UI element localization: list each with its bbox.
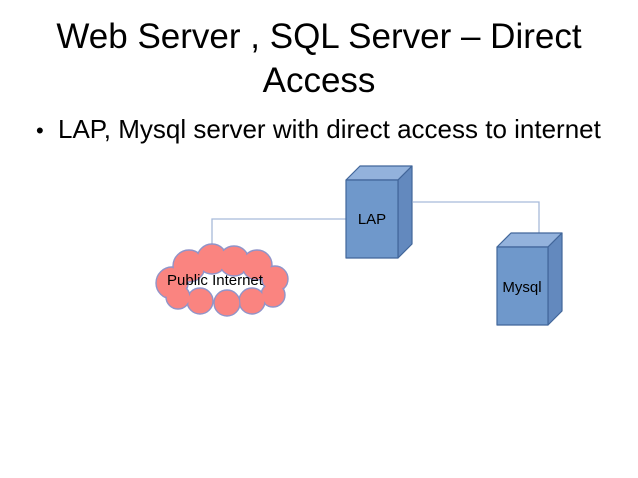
web-server-box: [345, 165, 413, 259]
bullet-marker: •: [36, 118, 44, 143]
cloud-fill-cover: [157, 245, 287, 315]
mysql-server-box-front: [496, 246, 549, 326]
slide-title: Web Server , SQL Server – Direct Access: [0, 15, 638, 103]
connector-lines: [211, 201, 540, 246]
title-line-2: Access: [262, 61, 376, 100]
bullet-text: LAP, Mysql server with direct access to …: [58, 114, 601, 144]
connector-cloud-to-lap: [211, 218, 347, 246]
bullet-item: • LAP, Mysql server with direct access to…: [26, 114, 626, 146]
web-server-label: LAP: [358, 211, 386, 228]
mysql-server-box-side: [547, 232, 563, 326]
web-server-box-side: [397, 165, 413, 259]
cloud-label: Public Internet: [167, 272, 264, 289]
web-server-box-front: [345, 179, 399, 259]
mysql-server-box: [496, 232, 563, 326]
title-line-1: Web Server , SQL Server – Direct: [56, 17, 582, 56]
public-internet-cloud: Public Internet: [155, 243, 289, 317]
connector-lap-to-mysql: [413, 201, 540, 235]
db-server-label: Mysql: [502, 279, 541, 296]
